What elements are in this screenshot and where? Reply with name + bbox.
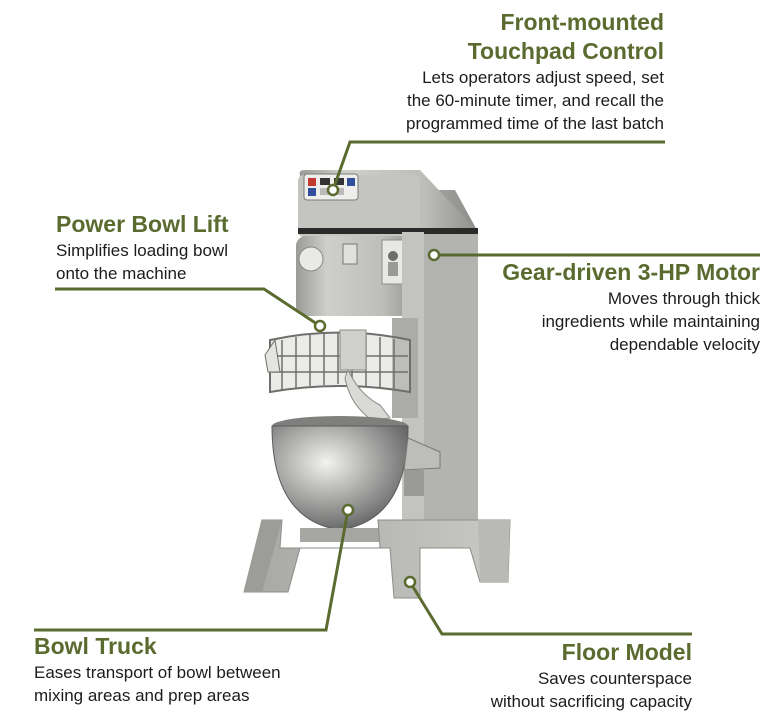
bowl-lift-leader — [55, 287, 321, 328]
floor-model-title: Floor Model — [561, 639, 692, 665]
bowl-truck-dot — [341, 503, 355, 517]
floor-model-desc-line1: Saves counterspace — [537, 669, 692, 688]
touchpad-desc-line2: the 60-minute timer, and recall the — [406, 91, 664, 110]
floor-model-dot — [403, 575, 417, 589]
bowl-lift-desc-line2: onto the machine — [56, 264, 187, 283]
motor-title: Gear-driven 3-HP Motor — [502, 259, 760, 285]
bowl-lift-desc-line1: Simplifies loading bowl — [56, 241, 228, 260]
touchpad-desc-line3: programmed time of the last batch — [406, 114, 664, 133]
floor-model-desc-line2: without sacrificing capacity — [490, 692, 692, 711]
bowl-truck-title: Bowl Truck — [34, 633, 157, 659]
touchpad-callout: Front-mounted Touchpad Control Lets oper… — [406, 8, 664, 135]
bowl-truck-desc-line1: Eases transport of bowl between — [34, 663, 281, 682]
bowl-guard — [264, 329, 411, 421]
mixing-bowl — [271, 416, 441, 542]
bowl-truck-leader — [34, 509, 350, 632]
bowl-lift-title: Power Bowl Lift — [56, 211, 229, 237]
leader-dots — [313, 183, 441, 589]
bowl-truck-desc-line2: mixing areas and prep areas — [34, 686, 250, 705]
bowl-truck-callout: Bowl Truck Eases transport of bowl betwe… — [34, 632, 281, 707]
touchpad-title-line1: Front-mounted — [500, 9, 664, 35]
motor-desc-line2: ingredients while maintaining — [541, 312, 760, 331]
motor-callout: Gear-driven 3-HP Motor Moves through thi… — [502, 258, 760, 356]
touchpad-desc-line1: Lets operators adjust speed, set — [422, 68, 664, 87]
leader-lines — [34, 140, 760, 636]
touchpad-dot — [326, 183, 340, 197]
motor-desc-line1: Moves through thick — [607, 289, 760, 308]
bowl-lift-callout: Power Bowl Lift Simplifies loading bowl … — [56, 210, 229, 285]
touchpad-leader — [331, 140, 665, 191]
mixer-base — [243, 519, 511, 599]
floor-model-callout: Floor Model Saves counterspace without s… — [491, 638, 692, 713]
motor-dot — [427, 248, 441, 262]
motor-desc-line3: dependable velocity — [609, 335, 760, 354]
bowl-lift-dot — [313, 319, 327, 333]
floor-model-leader — [408, 581, 692, 636]
touchpad-title-line2: Touchpad Control — [467, 38, 664, 64]
